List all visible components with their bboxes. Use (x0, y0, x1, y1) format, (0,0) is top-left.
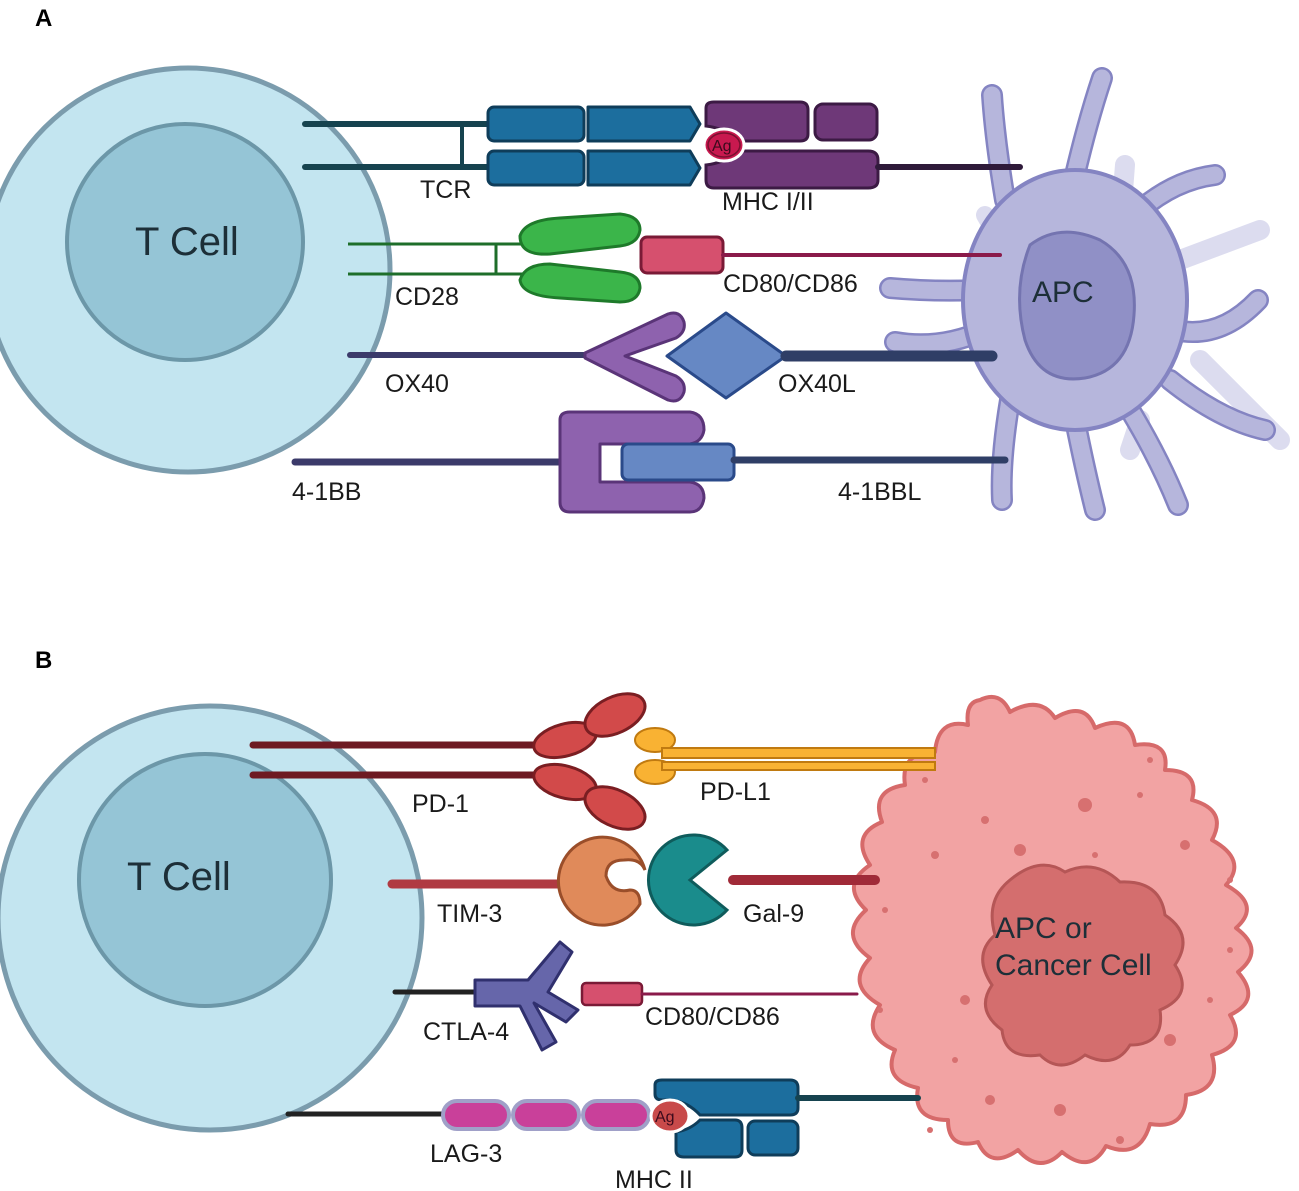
four-1bbl-domain (620, 442, 736, 482)
pd1-domain (583, 692, 647, 738)
panel-a-letter: A (35, 5, 52, 32)
t-cell-b-label: T Cell (127, 855, 231, 899)
panel-b-letter: B (35, 647, 52, 674)
cancer-cell-label-line1: APC or (995, 912, 1092, 945)
apc-label: APC (1032, 276, 1094, 309)
tim3-label: TIM-3 (437, 900, 502, 928)
pd1-pdl1-complex: PD-1 PD-L1 (249, 692, 936, 831)
mhc2-domain (674, 1118, 744, 1159)
t-cell-a-nucleus (65, 122, 305, 362)
ox40-complex: OX40 OX40L (347, 311, 998, 403)
mhc2-domain (653, 1078, 800, 1117)
lag3-label: LAG-3 (430, 1140, 502, 1168)
panel-b: B T Cell APC or Cancer Cell (0, 647, 1254, 1191)
tcr-domain (586, 149, 702, 187)
cd28-cd80-complex: CD28 CD80/CD86 (348, 212, 1002, 311)
cancer-cell: APC or Cancer Cell (850, 695, 1254, 1165)
t-cell-a: T Cell (0, 65, 393, 475)
panel-a: A T Cell (0, 5, 1290, 521)
cancer-cell-nucleus (981, 863, 1185, 1067)
cancer-cell-granules (877, 757, 1233, 1144)
ctla4-cd80-complex: CTLA-4 CD80/CD86 (392, 940, 859, 1052)
cd28-domain (518, 212, 642, 256)
lag3-mhc2-complex: Ag LAG-3 MHC II (285, 1078, 921, 1191)
lag3-domain (581, 1099, 651, 1131)
cd28-domain (518, 262, 642, 304)
t-cell-a-label: T Cell (135, 220, 239, 264)
ox40l-label: OX40L (778, 370, 856, 398)
tcr-mhc-complex: Ag TCR MHC I/II (302, 100, 1023, 216)
lag3-domain (511, 1099, 581, 1131)
cancer-cell-label-line2: Cancer Cell (995, 949, 1152, 982)
tim3-domain (556, 835, 647, 927)
tcr-domain (486, 105, 586, 143)
cd80-cd86-label-a: CD80/CD86 (723, 270, 858, 298)
apc-cell: APC (879, 67, 1290, 521)
cd80-cd86-label-b: CD80/CD86 (645, 1003, 780, 1031)
antigen-b (649, 1098, 691, 1134)
antigen-a-outline (707, 132, 741, 158)
pd1-domain (583, 785, 647, 831)
tim3-gal9-complex: TIM-3 Gal-9 (387, 833, 880, 928)
four-1bb-complex: 4-1BB 4-1BBL (291, 410, 1009, 514)
mhc-domain (813, 102, 879, 142)
ctla4-domain (473, 940, 580, 1052)
cd28-label: CD28 (395, 283, 459, 311)
tcr-domain (586, 105, 702, 143)
mhc2-domain (746, 1119, 800, 1157)
tcr-label: TCR (420, 176, 471, 204)
lag3-domain (441, 1099, 511, 1131)
antigen-a-label: Ag (712, 138, 732, 155)
ox40-domain (583, 311, 686, 403)
gal9-label: Gal-9 (743, 900, 804, 928)
pdl1-label: PD-L1 (700, 778, 771, 806)
tcr-domain (486, 149, 586, 187)
four-1bbl-label: 4-1BBL (838, 478, 921, 506)
pdl1-stem (661, 747, 936, 759)
pdl1-stem (661, 761, 936, 771)
ox40-label: OX40 (385, 370, 449, 398)
cd80-domain-b (580, 981, 644, 1007)
cd80-domain (639, 235, 725, 275)
four-1bb-label: 4-1BB (292, 478, 361, 506)
antigen-b-label: Ag (655, 1109, 675, 1126)
t-cell-b-nucleus (77, 752, 333, 1008)
ctla4-label: CTLA-4 (423, 1018, 509, 1046)
mhc2-label: MHC II (615, 1166, 693, 1191)
pdl1-domain (634, 727, 676, 753)
pd1-label: PD-1 (412, 790, 469, 818)
four-1bb-domain (558, 410, 706, 514)
gal9-domain (647, 833, 730, 927)
mhc-label: MHC I/II (722, 188, 814, 216)
t-cell-b: T Cell (0, 703, 425, 1133)
antigen-a (702, 127, 746, 163)
apc-nucleus (1018, 230, 1136, 381)
